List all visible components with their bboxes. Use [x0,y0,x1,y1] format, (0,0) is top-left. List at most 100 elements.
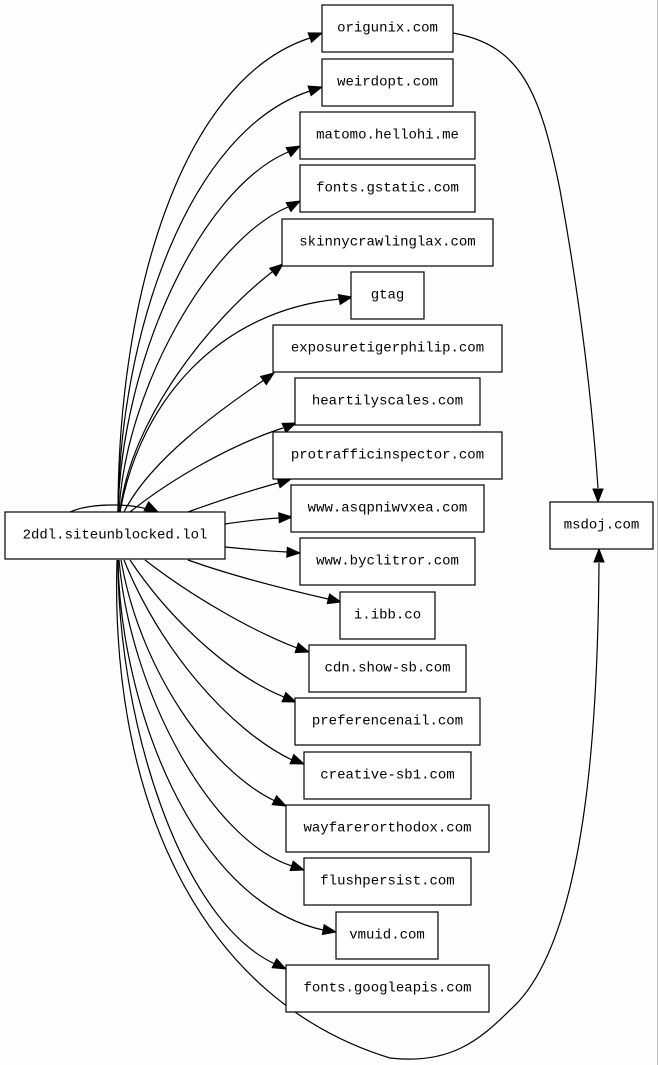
node-weirdopt[interactable]: weirdopt.com [321,58,454,107]
edge-line [119,271,273,513]
node-label: vmuid.com [349,928,425,944]
node-src[interactable]: 2ddl.siteunblocked.lol [4,511,226,560]
edge-line [224,546,288,553]
node-label: skinnycrawlinglax.com [299,235,475,251]
node-box [321,58,454,107]
arrowhead-icon [281,422,298,434]
node-label: origunix.com [337,21,438,37]
node-box [350,271,425,320]
node-matomo[interactable]: matomo.hellohi.me [299,111,476,160]
edge-src-googleapis [117,559,288,970]
node-box [299,111,476,160]
node-box [4,511,226,560]
arrowhead-icon [268,263,285,277]
edge-src-gstatic [118,200,302,513]
edge-src-asqp [224,512,294,525]
node-label: www.asqpniwvxea.com [308,501,468,517]
arrowhead-icon [321,923,338,936]
node-label: msdoj.com [564,518,640,534]
edge-line [118,559,293,867]
arrowhead-icon [281,691,298,703]
edge-line [117,151,289,513]
node-flush[interactable]: flushpersist.com [303,857,472,906]
node-box [299,164,476,213]
edge-line [116,559,600,1060]
node-protraffic[interactable]: protrafficinspector.com [272,431,503,480]
node-label: matomo.hellohi.me [316,128,459,144]
edge-line [187,482,279,513]
edge-line [120,559,276,802]
node-label: protrafficinspector.com [291,448,484,464]
arrowhead-icon [259,372,276,386]
edge-line [69,504,151,513]
node-label: cdn.show-sb.com [324,661,450,677]
node-byclitror[interactable]: www.byclitror.com [299,537,476,586]
node-msdoj[interactable]: msdoj.com [549,501,654,550]
node-label: 2ddl.siteunblocked.lol [23,528,208,544]
edge-src-heartily [129,422,298,513]
node-gstatic[interactable]: fonts.gstatic.com [299,164,476,213]
node-box [294,697,481,746]
edge-src-weirdopt [117,85,324,513]
node-origunix[interactable]: origunix.com [321,4,454,53]
edge-line [187,559,329,600]
edge-line [117,90,311,513]
node-gtag[interactable]: gtag [350,271,425,320]
edges-layer [69,32,605,1060]
edge-src-ibb [187,559,343,605]
node-box [294,377,481,426]
arrowhead-icon [593,547,605,563]
node-googleapis[interactable]: fonts.googleapis.com [285,964,490,1013]
edge-src-cdnshow [144,559,311,654]
edge-src-skinny [119,263,285,513]
nodes-layer: 2ddl.siteunblocked.lol origunix.com weirdo… [4,4,654,1013]
edge-line [129,559,285,698]
edge-line [123,559,293,761]
arrowhead-icon [592,488,604,504]
node-label: heartilyscales.com [312,394,463,410]
node-wayfarer[interactable]: wayfarerorthodox.com [285,804,490,853]
node-label: fonts.gstatic.com [316,181,459,197]
arrowhead-icon [326,593,343,605]
node-asqp[interactable]: www.asqpniwvxea.com [290,484,485,533]
arrowhead-icon [278,512,294,524]
edge-src-msdoj [116,547,605,1060]
node-box [285,804,490,853]
node-preference[interactable]: preferencenail.com [294,697,481,746]
arrowhead-icon [307,85,324,97]
node-label: www.byclitror.com [316,554,459,570]
edge-src-preference [129,559,298,703]
edge-src-exposure [123,372,276,513]
arrowhead-icon [289,753,306,765]
arrowhead-icon [285,145,302,158]
edge-src-byclitror [224,546,302,558]
node-label: weirdopt.com [337,75,438,91]
node-exposure[interactable]: exposuretigerphilip.com [272,324,503,373]
edge-src-matomo [117,145,302,513]
node-heartily[interactable]: heartilyscales.com [294,377,481,426]
node-skinny[interactable]: skinnycrawlinglax.com [281,218,494,267]
node-box [303,857,472,906]
edge-line [117,559,276,965]
node-creative[interactable]: creative-sb1.com [303,751,472,800]
edge-line [129,427,284,513]
node-label: i.ibb.co [354,608,421,624]
node-vmuid[interactable]: vmuid.com [335,911,439,960]
node-box [272,324,503,373]
node-label: fonts.googleapis.com [303,981,471,997]
arrowhead-icon [271,957,288,970]
arrowhead-icon [294,642,311,654]
arrowhead-icon [285,200,302,213]
edge-src-origunix [117,32,324,513]
edge-src-wayfarer [120,559,288,807]
node-ibb[interactable]: i.ibb.co [339,591,436,640]
node-box [321,4,454,53]
arrowhead-icon [143,500,160,513]
node-box [335,911,439,960]
edge-line [119,298,341,513]
edge-line [118,206,289,513]
arrowhead-icon [307,32,324,44]
node-box [308,644,467,693]
node-cdnshow[interactable]: cdn.show-sb.com [308,644,467,693]
canvas-right-border [657,0,658,1065]
